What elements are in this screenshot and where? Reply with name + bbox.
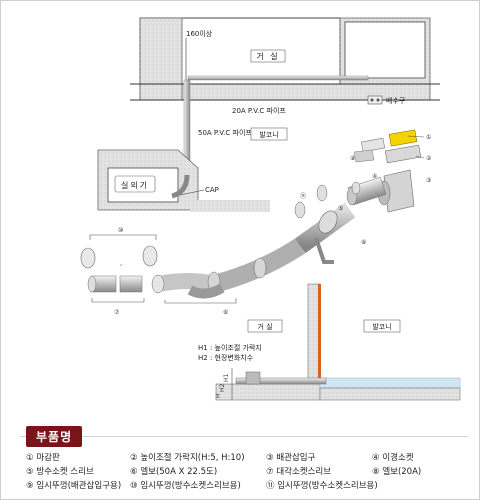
legend-title: 부품명 <box>26 426 83 447</box>
part-10: ⑩ 임시뚜껑(방수소켓스리브용) <box>130 481 241 491</box>
section-detail: 거 실 발코니 H1 : 높이조절 가락지 H2 : 현장변화치수 H1 H2 … <box>198 283 461 401</box>
pipe-50a-label: 50A P.V.C 파이프 <box>198 128 252 137</box>
h1-note: H1 : 높이조절 가락지 <box>198 343 262 352</box>
callout-5: ⑤ <box>338 205 343 212</box>
cover-plate <box>388 129 418 147</box>
room-label-box <box>250 49 286 63</box>
height-160-label: 160이상 <box>186 29 213 38</box>
part-4: ④ 이경소켓 <box>372 453 414 463</box>
pipe-20a <box>187 75 369 81</box>
callout-9: ⑨ <box>350 155 355 162</box>
section-balcony-label: 발코니 <box>372 322 391 331</box>
parts-legend: 부품명 ① 마감판 ② 높이조절 가락지(H:5, H:10) ③ 배관삽입구 … <box>26 426 466 491</box>
part-6: ⑥ 엘보(50A X 22.5도) <box>130 467 218 477</box>
part-11: ⑪ 임시뚜껑(방수소켓스리브용) <box>266 481 378 491</box>
callout-8: ⑧ <box>361 239 366 246</box>
part-7: ⑦ 대각소켓스리브 <box>266 467 332 477</box>
callout-3: ③ <box>426 177 431 184</box>
parts-list: ① 마감판 ② 높이조절 가락지(H:5, H:10) ③ 배관삽입구 ④ 이경… <box>26 451 466 491</box>
part-1: ① 마감판 <box>26 453 60 463</box>
waterproof-layer <box>318 284 321 384</box>
part-5: ⑤ 방수소켓 스리브 <box>26 467 94 477</box>
legend-divider <box>20 436 468 437</box>
outdoor-unit-label: 실외기 <box>121 180 149 190</box>
cap-label: CAP <box>205 186 219 194</box>
callout-11: ⑪ <box>300 192 306 200</box>
dim-h: H <box>215 393 222 398</box>
building-section: 거 실 160이상 20A P.V.C 파이프 배수구 50A P.V.C 파이… <box>97 17 440 212</box>
callout-7: ⑦ <box>114 309 120 316</box>
callout-1: ① <box>426 134 431 141</box>
drain-label: 배수구 <box>386 96 406 105</box>
water-layer <box>319 377 461 389</box>
callout-6: ⑥ <box>223 309 228 316</box>
callouts: ① ② ③ ④ ⑤ ⑥ ⑦ ⑧ ⑨ ⑩ ⑪ <box>114 134 432 316</box>
part-2: ② 높이조절 가락지(H:5, H:10) <box>130 453 245 463</box>
dim-h1: H1 <box>223 373 230 382</box>
exploded-assembly <box>80 129 422 304</box>
h2-note: H2 : 현장변화치수 <box>198 353 254 362</box>
room-living-label: 거 실 <box>256 51 279 61</box>
dim-h2: H2 <box>219 383 226 392</box>
callout-4: ④ <box>372 173 377 180</box>
balcony-label: 발코니 <box>259 130 278 139</box>
temp-cap <box>80 247 96 269</box>
part-8: ⑧ 엘보(20A) <box>372 467 422 477</box>
part-3: ③ 배관삽입구 <box>266 453 316 463</box>
part-9: ⑨ 임시뚜껑(배관삽입구용) <box>26 481 122 491</box>
pipe-20a-label: 20A P.V.C 파이프 <box>232 106 286 115</box>
section-living-label: 거 실 <box>257 322 272 331</box>
callout-10: ⑩ <box>118 227 123 234</box>
drain-icon <box>367 95 383 105</box>
callout-2: ② <box>426 155 432 162</box>
